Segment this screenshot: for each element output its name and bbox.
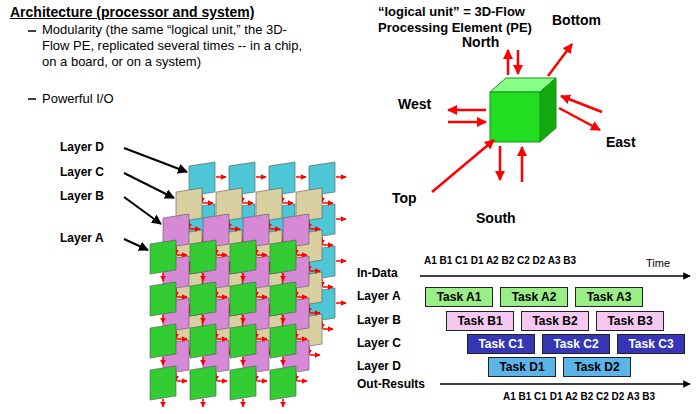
task-box: Task B1 [446, 311, 514, 331]
task-box: Task A1 [425, 287, 493, 307]
time-slot-labels: A1 B1 C1 D1 A2 B2 C2 D2 A3 B3 [503, 390, 655, 403]
bullet-dash [28, 98, 36, 100]
task-box: Task D2 [563, 357, 631, 377]
layer-label: Layer A [60, 231, 104, 246]
heading: Architecture (processor and system) [10, 4, 254, 20]
direction-label: Bottom [552, 12, 601, 29]
row-label: Layer D [357, 359, 401, 374]
direction-label: North [462, 34, 499, 51]
task-box: Task D1 [488, 357, 556, 377]
task-box: Task C2 [542, 334, 610, 354]
row-label: Layer C [357, 336, 401, 351]
task-box: Task C3 [617, 334, 685, 354]
pe-io-arrows [432, 44, 602, 192]
direction-label: South [476, 210, 516, 227]
direction-label: Top [392, 190, 417, 207]
time-axes [420, 276, 690, 384]
task-label: Task D1 [499, 360, 544, 374]
layer-label: Layer B [60, 189, 104, 204]
task-label: Task A1 [437, 290, 482, 304]
axis-label: Out-Results [357, 377, 425, 392]
row-label: Layer A [357, 289, 401, 304]
row-label: Layer B [357, 313, 401, 328]
task-label: Task C1 [478, 337, 523, 351]
direction-label: West [398, 96, 431, 113]
direction-label: East [606, 134, 636, 151]
pe-array [150, 162, 346, 407]
task-box: Task A2 [500, 287, 568, 307]
layer-label: Layer D [60, 140, 104, 155]
pe-heading: “logical unit” = 3D-Flow Processing Elem… [378, 4, 578, 36]
task-label: Task A3 [587, 290, 632, 304]
task-label: Task A2 [512, 290, 557, 304]
bullet-dash [28, 30, 36, 32]
task-label: Task B2 [532, 314, 577, 328]
task-box: Task B3 [596, 311, 664, 331]
pe-cube [490, 78, 556, 142]
time-slot-labels: A1 B1 C1 D1 A2 B2 C2 D2 A3 B3 [424, 254, 576, 267]
bullet-text: Powerful I/O [42, 91, 114, 107]
axis-label: Time [646, 256, 670, 270]
bullet-text: Modularity (the same “logical unit,” the… [42, 22, 304, 70]
axis-label: In-Data [357, 266, 398, 281]
layer-label: Layer C [60, 165, 104, 180]
task-box: Task A3 [575, 287, 643, 307]
task-label: Task C2 [553, 337, 598, 351]
task-label: Task D2 [574, 360, 619, 374]
task-label: Task B3 [607, 314, 652, 328]
task-label: Task C3 [628, 337, 673, 351]
task-box: Task C1 [467, 334, 535, 354]
layer-leaders [124, 148, 187, 250]
task-label: Task B1 [457, 314, 502, 328]
task-box: Task B2 [521, 311, 589, 331]
